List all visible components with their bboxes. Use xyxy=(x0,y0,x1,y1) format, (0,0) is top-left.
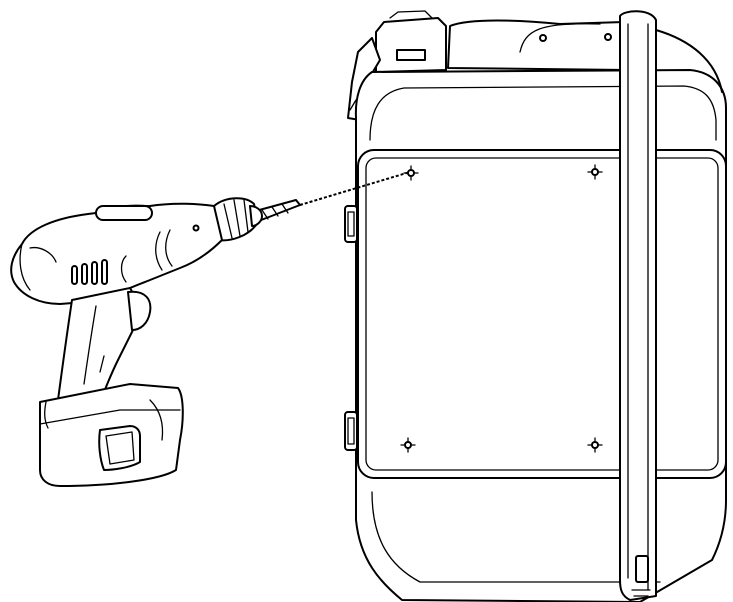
mounting-plate-outer xyxy=(357,149,727,479)
hole-top-right xyxy=(587,164,603,180)
drill-path xyxy=(299,171,411,206)
container-box xyxy=(344,10,727,602)
side-strap xyxy=(619,10,657,601)
hole-bottom-left xyxy=(400,437,416,453)
cordless-drill-icon xyxy=(10,197,301,487)
drill-housing xyxy=(10,202,223,305)
hinge-upper xyxy=(344,205,358,243)
drill-vents xyxy=(71,259,108,285)
hole-bottom-right xyxy=(587,437,603,453)
hinge-lower xyxy=(344,411,358,451)
top-handle-block xyxy=(375,17,447,73)
mounting-plate-inner xyxy=(365,157,719,471)
strap-buckle xyxy=(635,555,649,583)
lid-screw-right xyxy=(604,33,612,41)
drill-top-grip xyxy=(95,205,153,221)
drill-trigger xyxy=(127,290,152,331)
lid-screw-left xyxy=(539,34,547,42)
mounting-holes xyxy=(400,164,603,453)
battery-release-button xyxy=(98,425,141,471)
top-slot xyxy=(396,49,426,61)
drill-handle xyxy=(57,287,138,401)
lid-top xyxy=(447,19,627,71)
